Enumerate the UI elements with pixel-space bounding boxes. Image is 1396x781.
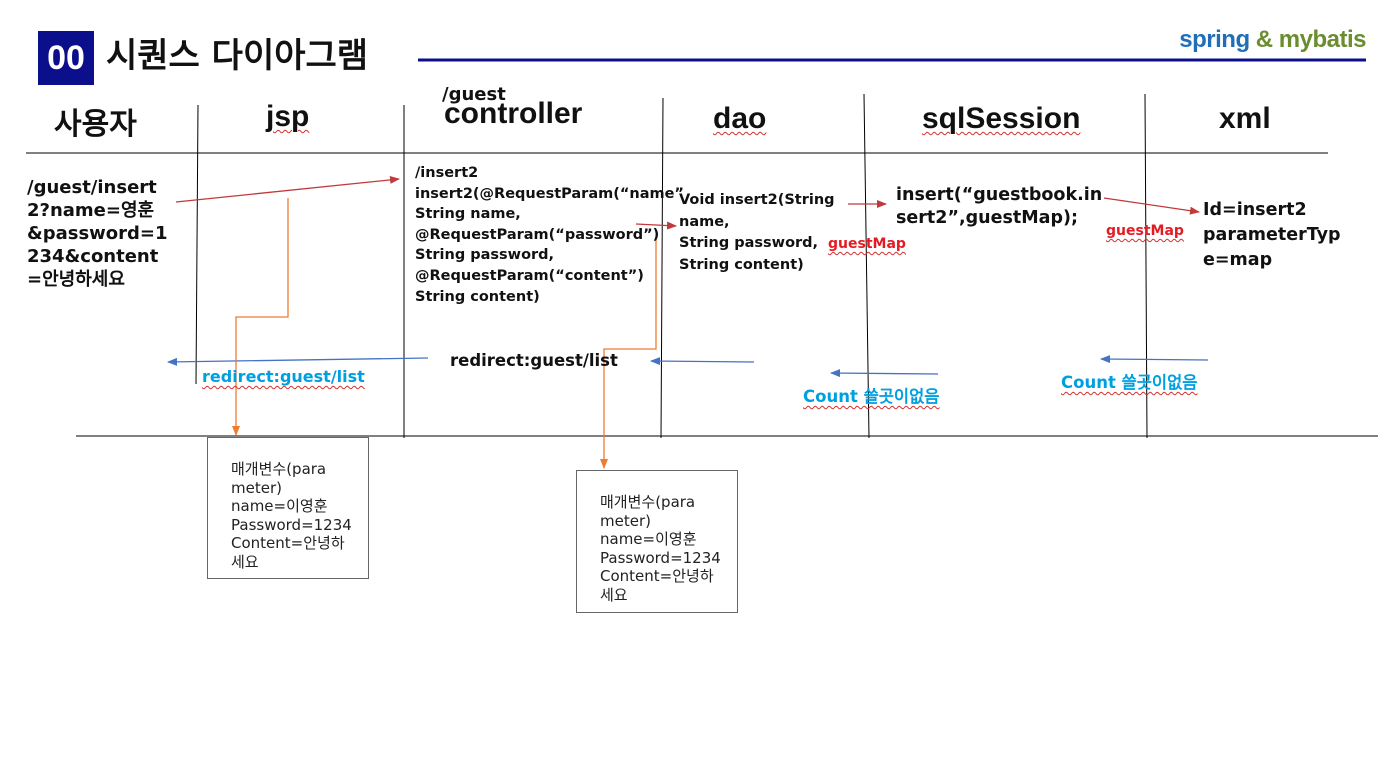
arrow-user-to-controller	[175, 175, 400, 203]
arrow-xml-return	[1100, 355, 1209, 364]
lane-header-user: 사용자	[54, 107, 137, 142]
lane-line-sqlsession	[863, 93, 870, 439]
page-title: 시퀀스 다이아그램	[106, 36, 369, 76]
section-badge: 00	[38, 31, 94, 85]
lane-header-xml: xml	[1219, 102, 1271, 135]
arrow-controller-to-dao	[635, 221, 677, 230]
lane-line-xml	[1144, 93, 1148, 439]
lane-header-sqlsession: sqlSession	[922, 102, 1081, 135]
xml-mapping: Id=insert2 parameterTyp e=map	[1203, 200, 1341, 270]
arrow-controller-return	[167, 357, 429, 366]
lane-header-dao: dao	[713, 102, 767, 135]
arrow-session-return	[830, 369, 939, 378]
request-url: /guest/insert 2?name=영훈 &password=1 234&…	[27, 177, 168, 290]
connector-controller-to-box	[600, 238, 657, 469]
connector-jsp-to-box	[232, 198, 289, 436]
lane-header-controller: controller	[444, 97, 583, 130]
controller-path-prefix: /guest	[442, 84, 506, 105]
session-insert-call: insert(“guestbook.in sert2”,guestMap);	[896, 185, 1103, 228]
controller-method: /insert2 insert2(@RequestParam(“name” St…	[415, 165, 684, 305]
param-box-jsp: 매개변수(para meter) name=이영훈 Password=1234 …	[207, 437, 369, 579]
label-dao-guestmap: guestMap	[828, 236, 906, 252]
label-session-guestmap: guestMap	[1106, 223, 1184, 239]
dao-method: Void insert2(String name, String passwor…	[679, 192, 835, 273]
spring-mybatis-logo: spring & mybatis	[1179, 26, 1366, 53]
arrow-dao-return	[650, 357, 755, 366]
arrow-session-to-xml	[1103, 197, 1200, 215]
label-session-count: Count 쓸곳이없음	[803, 387, 940, 406]
label-xml-count: Count 쓸곳이없음	[1061, 373, 1198, 392]
param-box-controller: 매개변수(para meter) name=이영훈 Password=1234 …	[576, 470, 738, 613]
lane-line-dao	[660, 97, 664, 439]
lane-header-jsp: jsp	[266, 100, 310, 133]
label-jsp-redirect: redirect:guest/list	[202, 367, 365, 386]
label-controller-redirect: redirect:guest/list	[450, 351, 618, 370]
lane-line-jsp	[195, 104, 199, 385]
